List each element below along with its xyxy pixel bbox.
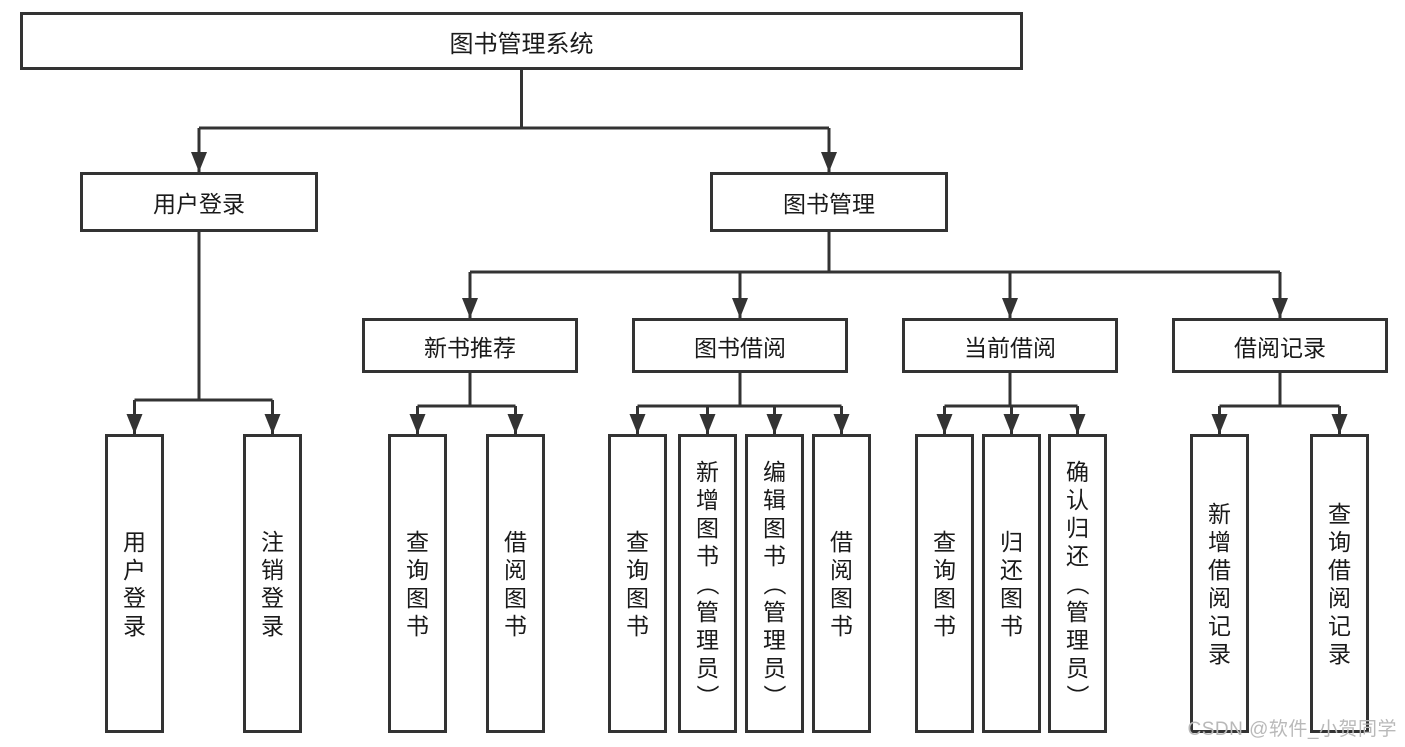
edge-arrowhead xyxy=(821,152,837,172)
node-box-leaf-query-book-2 xyxy=(608,434,667,733)
node-box-leaf-user-login xyxy=(105,434,164,733)
edge-arrowhead xyxy=(126,414,143,434)
node-box-leaf-borrow-book-1 xyxy=(486,434,545,733)
edge-arrowhead xyxy=(1069,414,1086,434)
node-box-leaf-borrow-book-2 xyxy=(812,434,871,733)
edge-arrowhead xyxy=(936,414,953,434)
edge-arrowhead xyxy=(1272,298,1288,318)
node-box-leaf-confirm-return xyxy=(1048,434,1107,733)
node-box-root xyxy=(20,12,1023,70)
node-box-book-manage xyxy=(710,172,948,232)
edge-arrowhead xyxy=(629,414,646,434)
edge-arrowhead xyxy=(699,414,716,434)
edge-arrowhead xyxy=(1002,298,1018,318)
node-box-leaf-edit-book xyxy=(745,434,804,733)
edge-arrowhead xyxy=(732,298,748,318)
edge-arrowhead xyxy=(409,414,426,434)
node-box-leaf-query-record xyxy=(1310,434,1369,733)
node-box-current-borrow xyxy=(902,318,1118,373)
edge-arrowhead xyxy=(1211,414,1228,434)
edge-arrowhead xyxy=(1331,414,1348,434)
edge-arrowhead xyxy=(462,298,478,318)
edge-arrowhead xyxy=(1003,414,1020,434)
boxes-layer xyxy=(20,12,1388,733)
node-box-leaf-return-book xyxy=(982,434,1041,733)
edge-arrowhead xyxy=(191,152,207,172)
node-box-leaf-add-book xyxy=(678,434,737,733)
edge-arrowhead xyxy=(507,414,524,434)
node-box-book-borrow xyxy=(632,318,848,373)
node-box-leaf-query-book-3 xyxy=(915,434,974,733)
node-box-new-book-rec xyxy=(362,318,578,373)
edge-arrowhead xyxy=(264,414,281,434)
edge-arrowhead xyxy=(766,414,783,434)
node-box-borrow-record xyxy=(1172,318,1388,373)
node-box-user-login xyxy=(80,172,318,232)
node-box-leaf-add-record xyxy=(1190,434,1249,733)
edge-arrowhead xyxy=(833,414,850,434)
node-box-leaf-query-book-1 xyxy=(388,434,447,733)
node-box-leaf-logout xyxy=(243,434,302,733)
edges-layer xyxy=(126,70,1348,434)
